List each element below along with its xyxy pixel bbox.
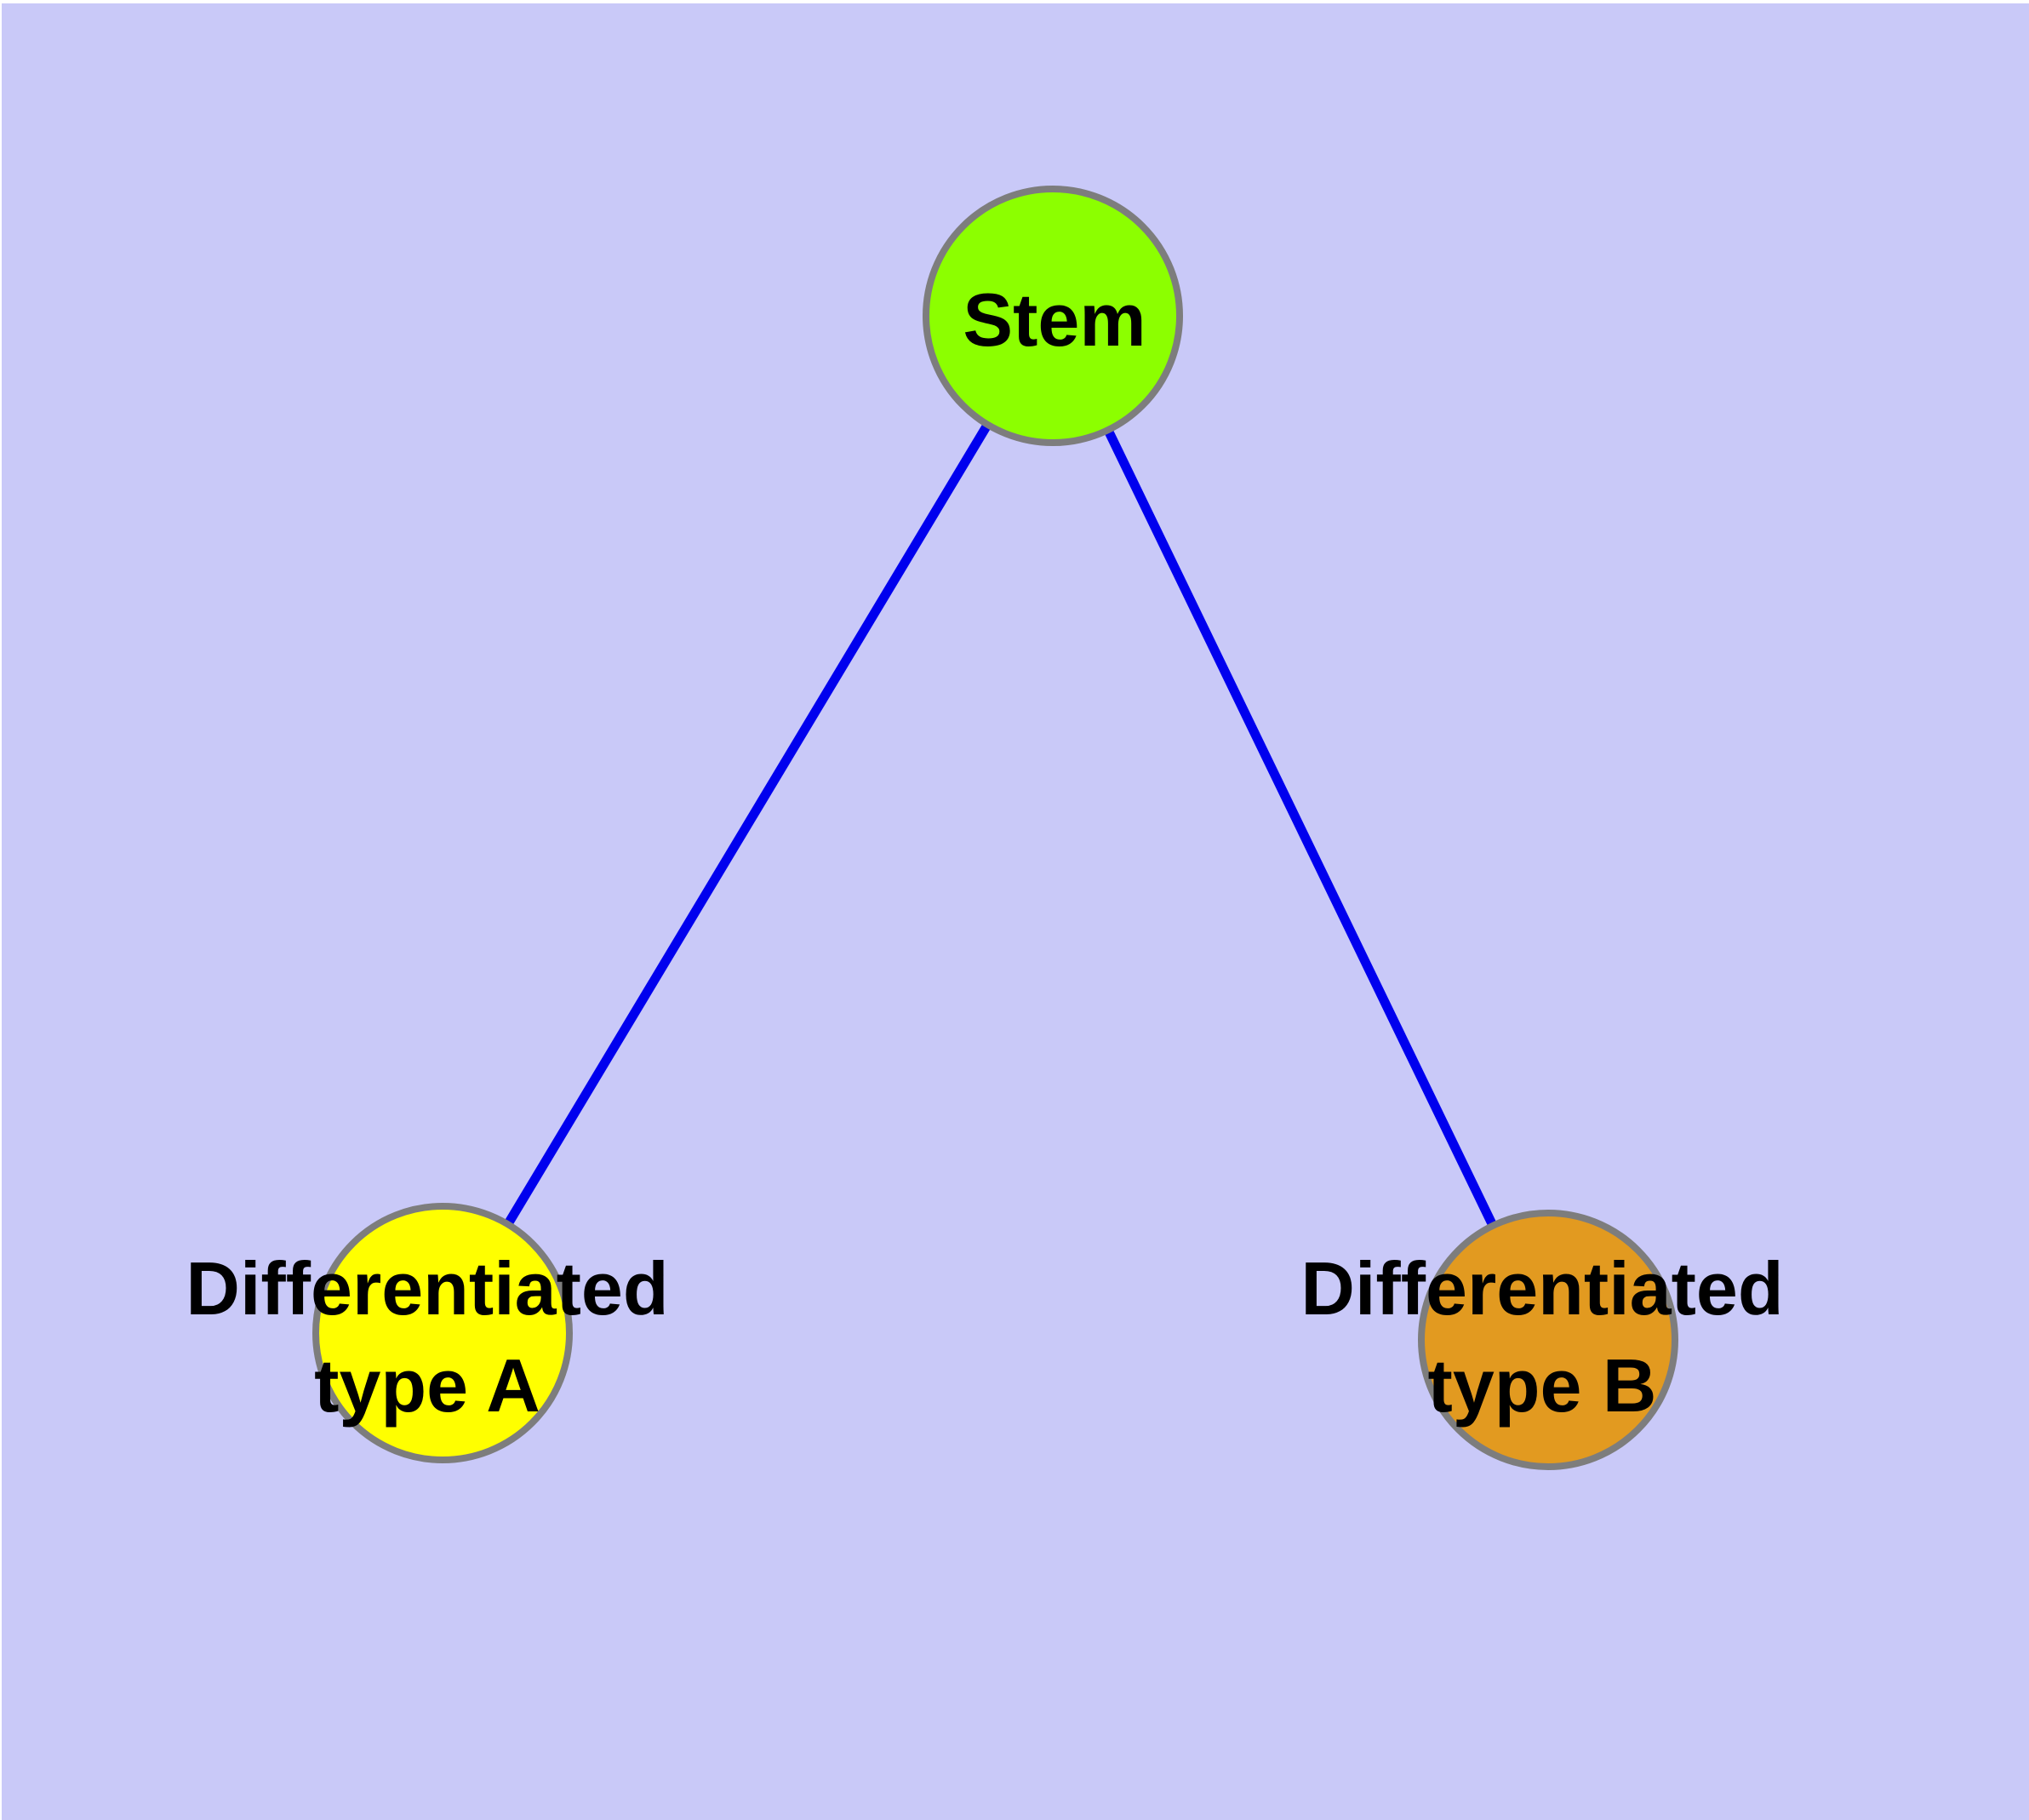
- node-stem-circle: [923, 186, 1183, 446]
- node-differentiated-type-a-circle: [312, 1203, 573, 1463]
- edge-stem-to-type-a: [438, 313, 1057, 1336]
- node-differentiated-type-b-circle: [1418, 1210, 1678, 1470]
- edge-stem-to-type-b: [1049, 313, 1552, 1342]
